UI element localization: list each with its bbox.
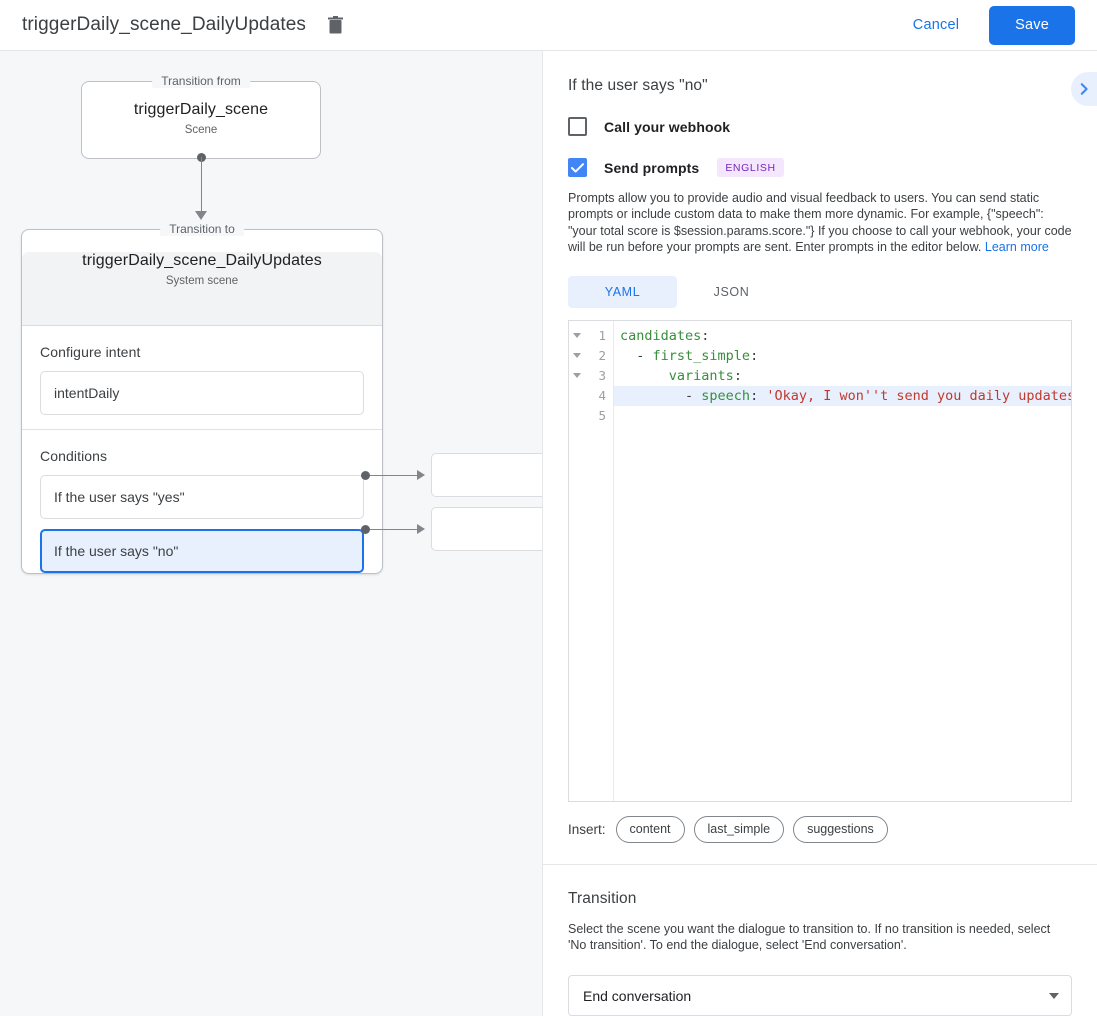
line-number: 2 <box>598 348 606 364</box>
code-token <box>620 368 669 384</box>
transition-from-legend: Transition from <box>152 74 250 88</box>
page-title: triggerDaily_scene_DailyUpdates <box>22 14 307 35</box>
cancel-button[interactable]: Cancel <box>903 8 969 42</box>
editor-code-line: candidates: <box>614 326 1071 346</box>
tab-json[interactable]: JSON <box>677 276 786 308</box>
top-bar: triggerDaily_scene_DailyUpdates Cancel S… <box>0 0 1097 51</box>
insert-chip-last-simple[interactable]: last_simple <box>693 815 785 843</box>
send-prompts-row: Send prompts ENGLISH <box>568 158 1072 177</box>
code-token: candidates <box>620 327 702 344</box>
editor-line-number: 5 <box>569 406 613 426</box>
webhook-row: Call your webhook <box>568 117 1072 136</box>
send-prompts-label: Send prompts <box>604 159 700 176</box>
condition-yes-target-box[interactable] <box>431 453 542 497</box>
condition-yes-connector-dot <box>361 471 370 480</box>
insert-row: Insert: content last_simple suggestions <box>568 815 1072 843</box>
code-token: speech <box>701 387 751 404</box>
from-node-subtitle: Scene <box>184 124 218 136</box>
panel-header: If the user says "no" <box>543 51 1097 106</box>
code-token: : <box>750 387 767 404</box>
graph-canvas[interactable]: Transition from triggerDaily_scene Scene… <box>0 51 542 1016</box>
configure-intent-section: Configure intent intentDaily <box>22 326 382 429</box>
panel-title: If the user says "no" <box>568 77 708 94</box>
editor-code-line: - first_simple: <box>614 346 1071 366</box>
transition-to-legend: Transition to <box>160 222 244 236</box>
trash-icon <box>327 16 343 34</box>
editor-code-line: variants: <box>614 366 1071 386</box>
condition-no-connector-dot <box>361 525 370 534</box>
fold-arrow-icon[interactable] <box>573 373 581 379</box>
call-webhook-checkbox[interactable] <box>568 117 587 136</box>
tab-yaml[interactable]: YAML <box>568 275 677 308</box>
fold-arrow-icon[interactable] <box>573 333 581 339</box>
panel-body: Call your webhook Send prompts ENGLISH P… <box>543 117 1097 1016</box>
to-node-header: triggerDaily_scene_DailyUpdates System s… <box>22 252 382 326</box>
send-prompts-checkbox[interactable] <box>568 158 587 177</box>
editor-gutter: 1 2 3 4 5 <box>569 320 614 801</box>
expand-panel-button[interactable] <box>1071 72 1097 106</box>
editor-line-number: 3 <box>569 366 613 386</box>
insert-chip-content[interactable]: content <box>615 815 685 843</box>
language-badge: ENGLISH <box>717 158 784 177</box>
condition-item-yes[interactable]: If the user says "yes" <box>40 475 364 519</box>
conditions-label: Conditions <box>40 448 108 464</box>
line-number: 4 <box>598 388 606 404</box>
code-token: variants <box>668 367 734 384</box>
chevron-down-icon <box>1049 992 1059 999</box>
transition-select[interactable]: End conversation <box>568 975 1072 1016</box>
code-token: 'Okay, I won''t send you daily updates <box>766 387 1071 404</box>
line-number: 1 <box>598 328 606 344</box>
code-token: : <box>733 367 742 384</box>
check-icon <box>571 162 584 173</box>
editor-code-line: - speech: 'Okay, I won''t send you daily… <box>614 385 1071 406</box>
learn-more-link[interactable]: Learn more <box>984 240 1049 255</box>
code-token: - <box>620 387 702 404</box>
conditions-section: Conditions If the user says "yes" If the… <box>22 429 382 587</box>
transition-select-value: End conversation <box>583 987 692 1004</box>
fold-arrow-icon[interactable] <box>573 353 581 359</box>
configure-intent-label: Configure intent <box>40 344 141 360</box>
intent-value-box[interactable]: intentDaily <box>40 371 364 415</box>
condition-no-connector-line <box>370 529 418 530</box>
transition-description: Select the scene you want the dialogue t… <box>568 921 1051 953</box>
editor-line-number: 2 <box>569 346 613 366</box>
code-token: - <box>620 347 653 364</box>
save-button[interactable]: Save <box>989 5 1075 45</box>
call-webhook-label: Call your webhook <box>604 118 731 135</box>
editor-line-number: 1 <box>569 326 613 346</box>
prompt-code-editor[interactable]: 1 2 3 4 5 candidates: - first_simple: varian… <box>568 319 1072 802</box>
from-node-title: triggerDaily_scene <box>133 101 269 118</box>
transition-from-node[interactable]: Transition from triggerDaily_scene Scene <box>81 74 321 159</box>
condition-yes-connector-arrow <box>417 470 425 480</box>
insert-chip-suggestions[interactable]: suggestions <box>793 815 888 843</box>
to-node-subtitle: System scene <box>165 275 239 287</box>
prompts-help-text: Prompts allow you to provide audio and v… <box>568 190 1072 256</box>
editor-code-line <box>614 406 1071 426</box>
prompts-help-body: Prompts allow you to provide audio and v… <box>568 191 1072 255</box>
chevron-right-icon <box>1080 83 1088 95</box>
condition-no-connector-arrow <box>417 524 425 534</box>
insert-label: Insert: <box>568 821 606 837</box>
code-token: first_simple <box>652 347 751 364</box>
details-panel: If the user says "no" Call your webhook … <box>542 51 1097 1016</box>
format-tabs: YAML JSON <box>568 275 1072 308</box>
transition-to-node[interactable]: Transition to triggerDaily_scene_DailyUp… <box>21 222 383 574</box>
transition-section-title: Transition <box>568 889 637 907</box>
connector-line-vertical <box>201 157 202 213</box>
line-number: 5 <box>598 408 606 424</box>
editor-code-area[interactable]: candidates: - first_simple: variants: - … <box>614 321 1071 801</box>
condition-yes-connector-line <box>370 475 418 476</box>
delete-button[interactable] <box>320 10 350 40</box>
editor-line-number: 4 <box>569 386 613 406</box>
to-node-title: triggerDaily_scene_DailyUpdates <box>82 252 322 269</box>
condition-item-no[interactable]: If the user says "no" <box>40 529 364 573</box>
condition-no-target-box[interactable] <box>431 507 542 551</box>
code-token: : <box>701 327 710 344</box>
code-token: : <box>750 347 759 364</box>
section-divider <box>543 863 1097 865</box>
connector-arrow-down <box>195 211 207 220</box>
line-number: 3 <box>598 368 606 384</box>
